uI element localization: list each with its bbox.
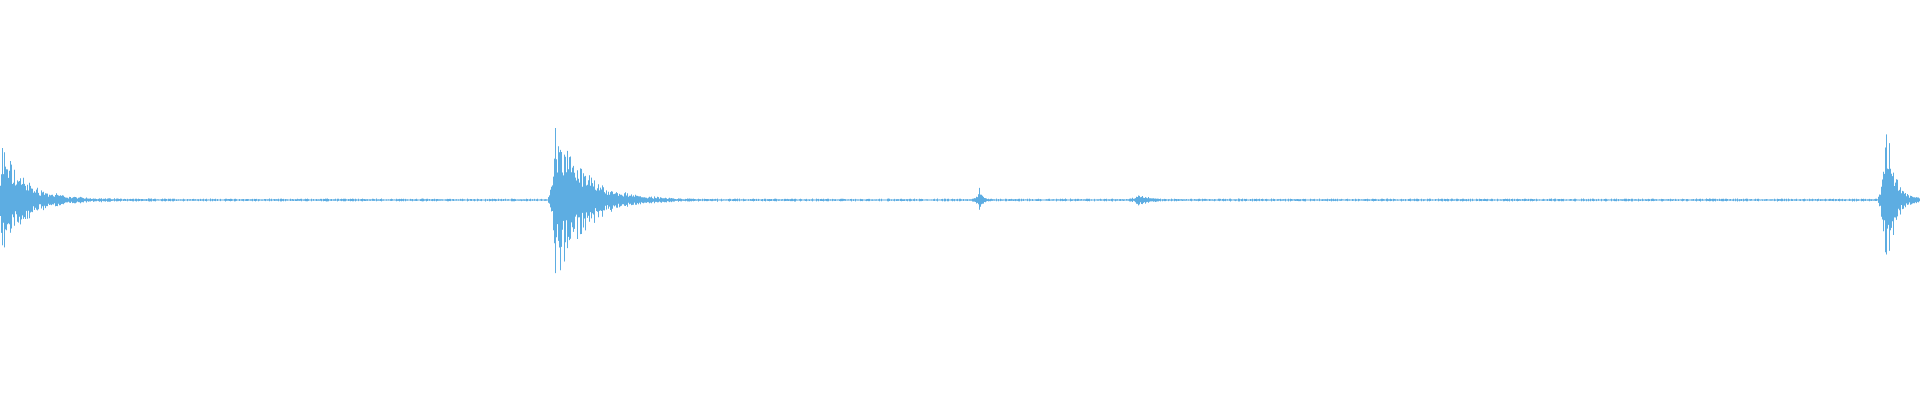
- waveform-path: [0, 128, 1920, 274]
- waveform-samples: [0, 128, 1920, 274]
